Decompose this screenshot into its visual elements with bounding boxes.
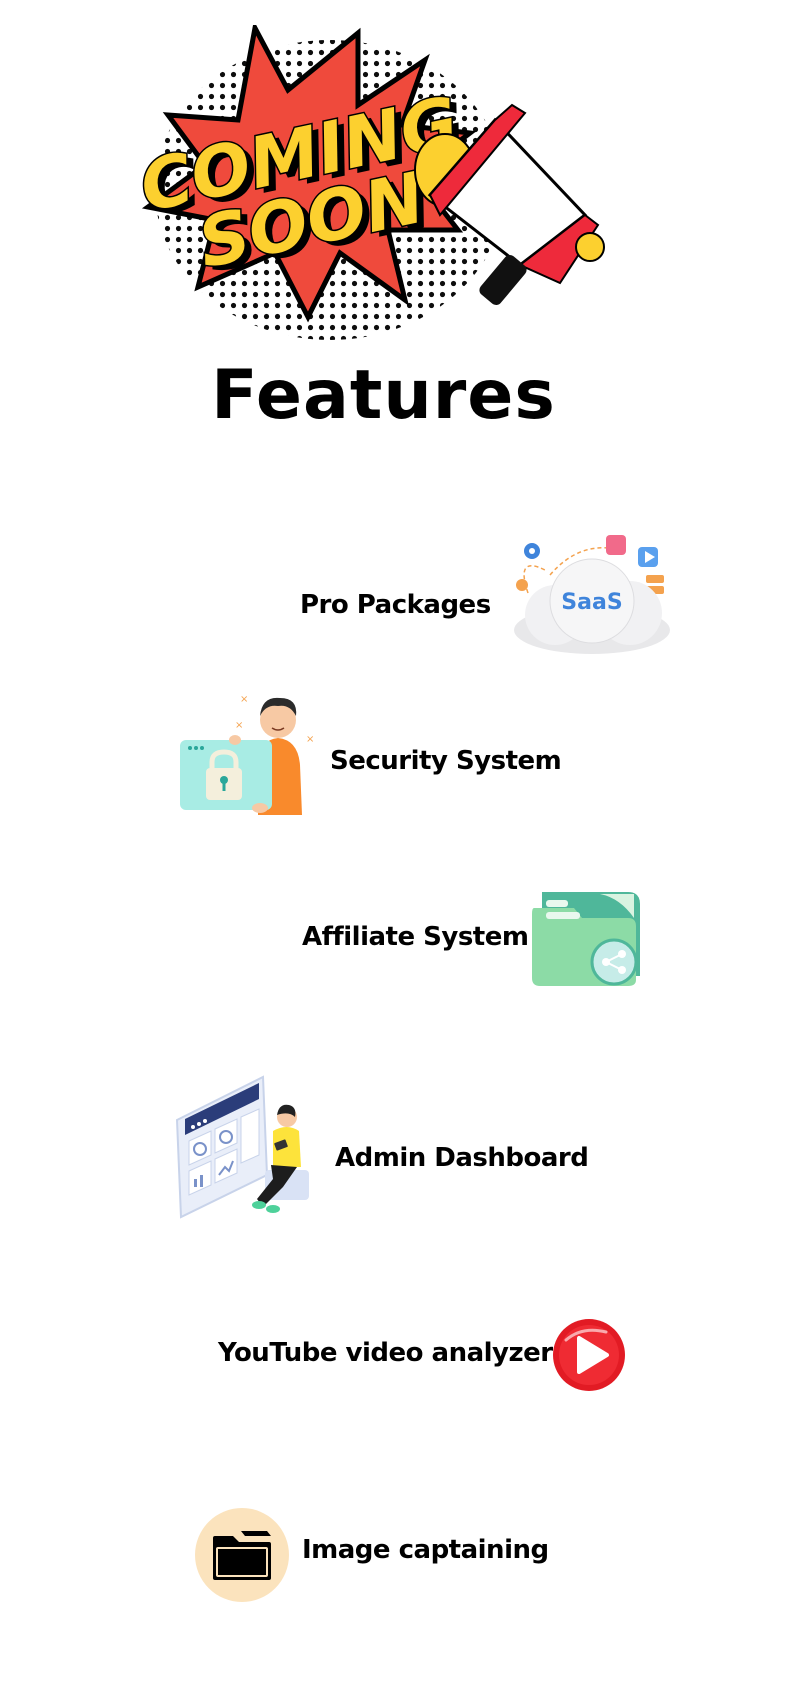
play-button-icon [553,1319,625,1391]
starburst-icon [141,25,477,323]
feature-image-captaining: Image captaining [302,1535,549,1565]
saas-icon-text: SaaS [561,590,622,615]
svg-text:×: × [240,694,248,705]
saas-cloud-icon: SaaS [514,535,670,654]
svg-text:×: × [306,734,314,745]
folder-icon [195,1508,289,1602]
feature-affiliate-system: Affiliate System [302,922,529,952]
feature-security-system: Security System [330,746,562,776]
feature-admin-dashboard: Admin Dashboard [335,1143,589,1173]
feature-youtube-video-analyzer: YouTube video analyzer [218,1338,553,1368]
coming-soon-banner: COMING COMING SOON SOON [140,25,605,340]
page-title: Features [211,356,556,435]
megaphone-icon [414,103,605,306]
svg-text:×: × [235,720,243,731]
person-with-dashboard-icon [175,1075,309,1219]
feature-pro-packages: Pro Packages [300,590,491,620]
shared-folder-icon [532,892,640,986]
person-with-lock-icon: × × × [180,694,314,815]
